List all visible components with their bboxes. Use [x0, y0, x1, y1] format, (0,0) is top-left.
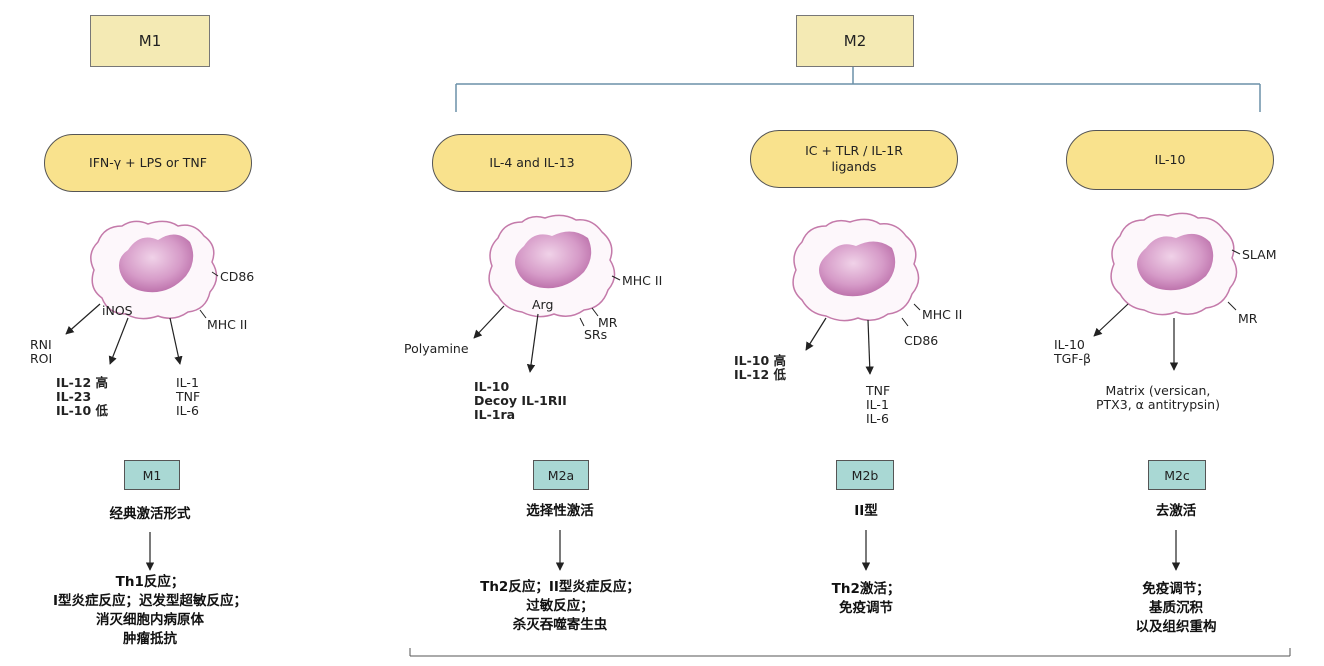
- product-label: IL-12 低: [734, 367, 787, 382]
- product-label: IL-10: [474, 379, 510, 394]
- activation-label-m2b: II型: [854, 503, 878, 519]
- product-group: TNF IL-1 IL-6: [866, 384, 890, 426]
- subtype-box-m2a: M2a: [533, 460, 589, 490]
- bottom-bracket: [409, 648, 1291, 657]
- marker-ticks: [199, 249, 1241, 327]
- product-group: IL-12 高 IL-23 IL-10 低: [56, 376, 108, 418]
- product-group: IL-10 高 IL-12 低: [734, 354, 786, 382]
- stimulus-pill-m2a: IL-4 and IL-13: [432, 134, 632, 192]
- function-line: 基质沉积: [1149, 600, 1203, 616]
- product-label: Matrix (versican,: [1105, 383, 1211, 398]
- stimulus-label: IC + TLR / IL-1R: [805, 143, 903, 158]
- product-label: TNF: [866, 383, 891, 398]
- enzyme-label: Arg: [532, 297, 554, 312]
- function-line: Th1反应；: [115, 574, 185, 590]
- stimulus-pill-m2c: IL-10: [1066, 130, 1274, 190]
- product-label: IL-23: [56, 389, 92, 404]
- subtype-label: M2b: [851, 467, 879, 483]
- function-line: 杀灭吞噬寄生虫: [512, 617, 608, 633]
- m2-bracket: [455, 66, 1261, 112]
- activation-label-m2c: 去激活: [1155, 503, 1197, 519]
- product-label: PTX3, α antitrypsin): [1096, 397, 1220, 412]
- product-label: IL-10 低: [56, 403, 109, 418]
- stimulus-label: IFN-γ + LPS or TNF: [89, 155, 207, 170]
- macrophage-cell-m2c: [1110, 212, 1238, 316]
- product-label: IL-1: [176, 375, 199, 390]
- m1-header-box: M1: [90, 15, 210, 67]
- marker-label: CD86: [904, 333, 939, 348]
- enzyme-label: iNOS: [102, 303, 133, 318]
- product-label: IL-6: [176, 403, 199, 418]
- function-line: 以及组织重构: [1135, 619, 1217, 635]
- nucleus: [1137, 233, 1214, 291]
- product-label: IL-10 高: [734, 353, 787, 368]
- nucleus: [515, 231, 592, 289]
- marker-label: MR: [598, 315, 618, 330]
- product-label: Decoy IL-1RII: [474, 393, 567, 408]
- m1-header-label: M1: [138, 32, 162, 50]
- product-label: TGF-β: [1054, 351, 1091, 366]
- subtype-label: M1: [142, 467, 162, 483]
- macrophage-cell-m1: [90, 220, 218, 320]
- stimulus-label: ligands: [831, 159, 877, 174]
- function-description-m1: Th1反应； I型炎症反应；迟发型超敏反应； 消灭细胞内病原体 肿瘤抵抗: [10, 573, 290, 649]
- product-label: IL-10: [1054, 337, 1085, 352]
- product-group: Polyamine: [404, 342, 469, 356]
- function-description-m2c: 免疫调节； 基质沉积 以及组织重构: [1086, 580, 1266, 637]
- stimulus-label: IL-10: [1154, 152, 1186, 167]
- product-group: IL-10 TGF-β: [1054, 338, 1091, 366]
- function-arrows: [145, 530, 1181, 571]
- stimulus-pill-m1: IFN-γ + LPS or TNF: [44, 134, 252, 192]
- marker-label: MR: [1238, 311, 1258, 326]
- product-group: Matrix (versican, PTX3, α antitrypsin): [1096, 384, 1220, 412]
- subtype-label: M2a: [547, 467, 575, 483]
- function-line: Th2反应；II型炎症反应；: [480, 579, 640, 595]
- subtype-box-m1: M1: [124, 460, 180, 490]
- stimulus-pill-m2b: IC + TLR / IL-1R ligands: [750, 130, 958, 188]
- subtype-label: M2c: [1164, 467, 1190, 483]
- function-line: 过敏反应；: [526, 598, 594, 614]
- subtype-box-m2c: M2c: [1148, 460, 1206, 490]
- function-line: 免疫调节；: [1142, 581, 1210, 597]
- marker-label: MHC II: [207, 317, 248, 332]
- activation-label-m2a: 选择性激活: [526, 503, 594, 519]
- subtype-box-m2b: M2b: [836, 460, 894, 490]
- function-line: Th2激活；: [831, 581, 901, 597]
- product-label: IL-12 高: [56, 375, 109, 390]
- product-label: RNI: [30, 337, 52, 352]
- product-label: IL-1ra: [474, 407, 516, 422]
- macrophage-cell-m2a: [488, 214, 616, 318]
- secretion-arrows: [65, 303, 1179, 375]
- product-group: RNI ROI: [30, 338, 52, 366]
- function-description-m2a: Th2反应；II型炎症反应； 过敏反应； 杀灭吞噬寄生虫: [430, 578, 690, 635]
- function-line: 肿瘤抵抗: [123, 631, 177, 647]
- product-group: IL-1 TNF IL-6: [176, 376, 200, 418]
- nucleus: [819, 241, 896, 297]
- marker-label: SLAM: [1242, 247, 1277, 262]
- marker-label: SRs: [584, 327, 608, 342]
- macrophage-cell-m2b: [792, 218, 920, 322]
- marker-label: CD86: [220, 269, 255, 284]
- product-label: ROI: [30, 351, 53, 366]
- activation-label-m1: 经典激活形式: [109, 506, 191, 522]
- function-description-m2b: Th2激活； 免疫调节: [776, 580, 956, 618]
- m2-header-box: M2: [796, 15, 914, 67]
- m2-header-label: M2: [843, 32, 867, 50]
- stimulus-label: IL-4 and IL-13: [489, 155, 575, 170]
- function-line: 消灭细胞内病原体: [96, 612, 204, 628]
- product-label: TNF: [176, 389, 201, 404]
- product-group: IL-10 Decoy IL-1RII IL-1ra: [474, 380, 567, 422]
- function-line: I型炎症反应；迟发型超敏反应；: [52, 593, 248, 609]
- product-label: IL-6: [866, 411, 889, 426]
- nucleus: [119, 234, 194, 293]
- marker-label: MHC II: [922, 307, 963, 322]
- marker-label: MHC II: [622, 273, 663, 288]
- function-line: 免疫调节: [839, 600, 893, 616]
- product-label: IL-1: [866, 397, 889, 412]
- product-label: Polyamine: [404, 341, 469, 356]
